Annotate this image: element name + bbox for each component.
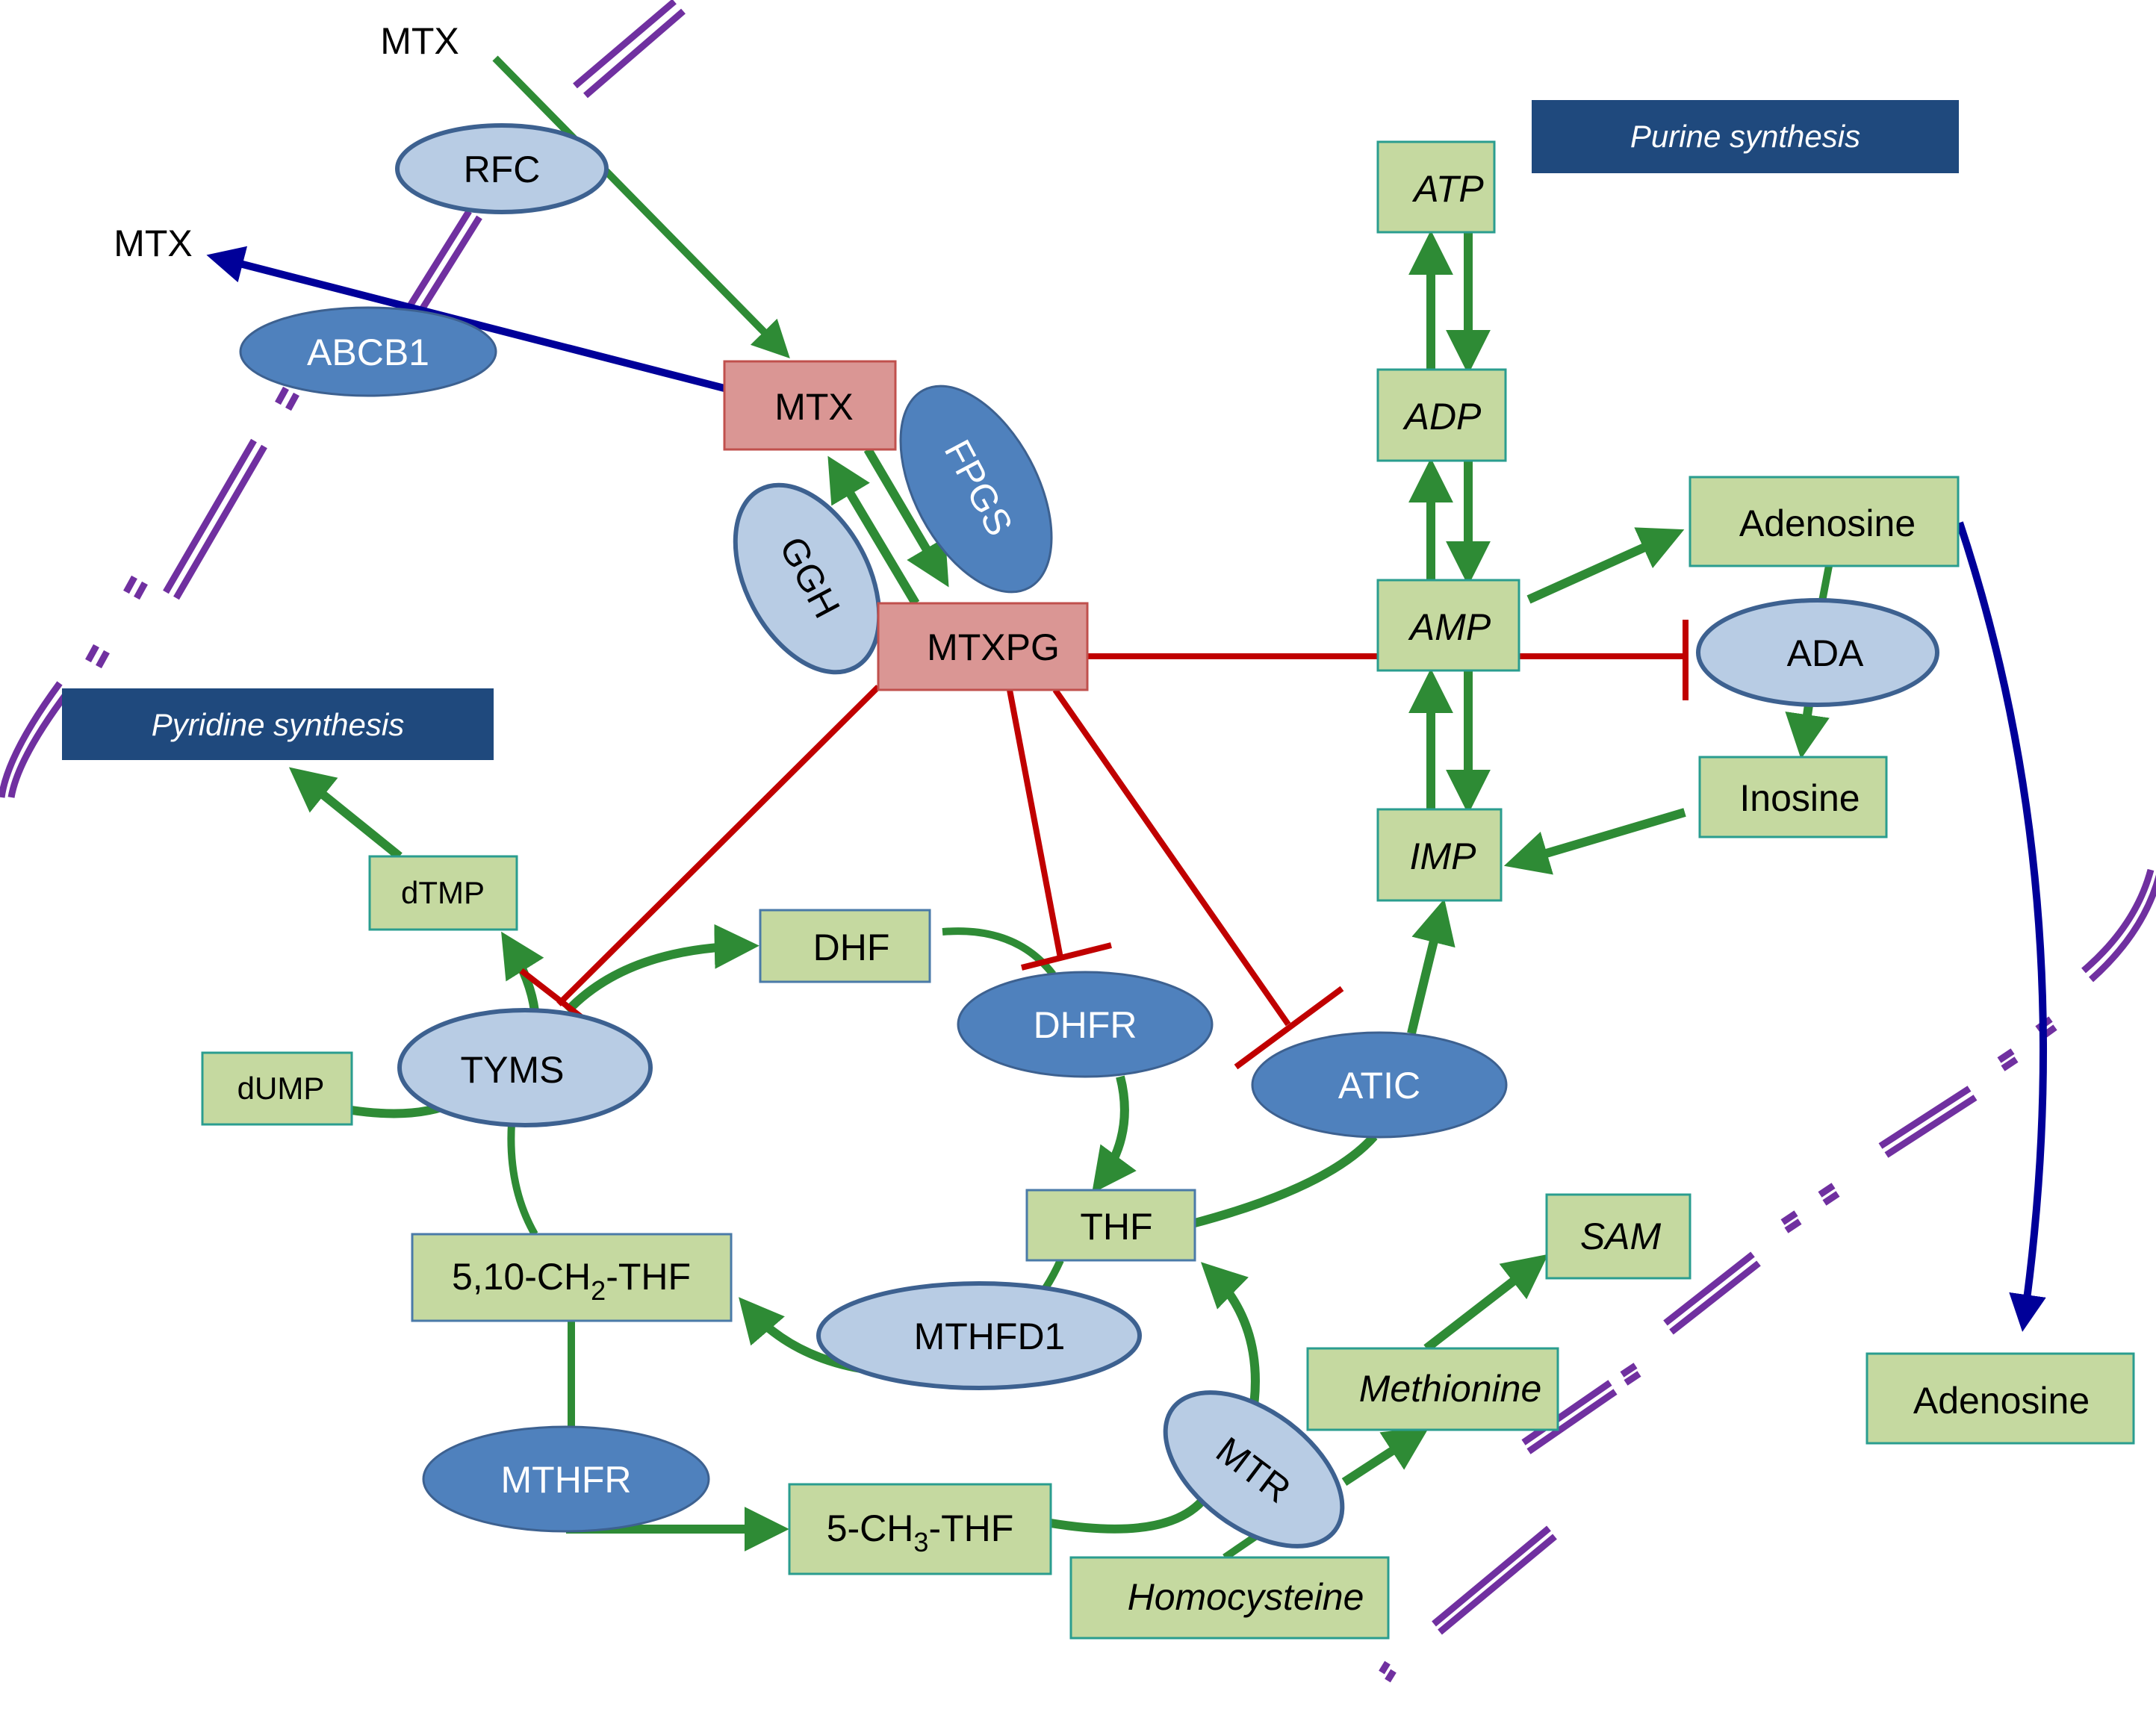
arrow-inosine-to-imp xyxy=(1503,808,1686,875)
enzyme-mthfd1-label: MTHFD1 xyxy=(914,1316,1066,1357)
header-purine-label: Purine synthesis xyxy=(1630,119,1860,154)
mtx-extracellular-in: MTX xyxy=(380,20,459,62)
header-purine-synthesis: Purine synthesis xyxy=(1532,100,1959,173)
enzyme-dhfr[interactable]: DHFR xyxy=(957,971,1214,1078)
arrow-adenosine-efflux xyxy=(1956,521,2048,1332)
drug-mtx[interactable]: MTX xyxy=(723,360,897,451)
arrow-atic-to-imp xyxy=(1407,898,1456,1035)
header-pyridine-synthesis: Pyridine synthesis xyxy=(62,688,494,760)
arrow-mtx-to-mtxpg xyxy=(863,446,949,588)
metabolite-atp[interactable]: ATP xyxy=(1376,140,1496,234)
arrow-mtr-to-methionine xyxy=(1341,1426,1430,1487)
metabolite-5-10-ch2-thf-label: 5,10-CH2-THF xyxy=(452,1256,691,1306)
inhibition-mtxpg-dhfr xyxy=(1007,689,1112,971)
metabolite-5-10-ch2-thf[interactable]: 5,10-CH2-THF xyxy=(411,1233,733,1322)
metabolite-inosine-label: Inosine xyxy=(1739,777,1860,819)
metabolite-adenosine-extracellular-label: Adenosine xyxy=(1913,1380,2090,1422)
enzyme-dhfr-label: DHFR xyxy=(1034,1004,1137,1046)
arrow-tyms-to-dhf xyxy=(564,924,759,1015)
enzyme-tyms-label: TYMS xyxy=(461,1049,565,1091)
enzyme-mtr[interactable]: MTR xyxy=(1137,1362,1370,1577)
arrow-dtmp-to-pyridine xyxy=(288,767,403,860)
metabolite-amp-label: AMP xyxy=(1408,606,1491,648)
metabolite-thf[interactable]: THF xyxy=(1025,1189,1196,1262)
metabolite-dhf[interactable]: DHF xyxy=(759,909,931,983)
enzyme-ada-label: ADA xyxy=(1787,632,1864,674)
cell-membrane-left xyxy=(0,0,686,798)
enzyme-abcb1[interactable]: ABCB1 xyxy=(239,306,497,397)
drug-mtxpg[interactable]: MTXPG xyxy=(877,602,1089,691)
link-thf-mthfd1 xyxy=(1042,1258,1064,1290)
metabolite-methionine-label: Methionine xyxy=(1359,1368,1542,1410)
metabolite-dump-label: dUMP xyxy=(237,1071,325,1106)
arrow-mtx-efflux xyxy=(206,246,726,392)
metabolite-5-ch3-thf-label: 5-CH3-THF xyxy=(827,1507,1014,1557)
metabolite-thf-label: THF xyxy=(1080,1206,1152,1248)
enzyme-fpgs[interactable]: FPGS xyxy=(869,361,1083,617)
metabolite-inosine[interactable]: Inosine xyxy=(1698,756,1888,838)
metabolite-adenosine-label: Adenosine xyxy=(1739,502,1916,544)
metabolite-dtmp[interactable]: dTMP xyxy=(368,855,518,931)
metabolite-dump[interactable]: dUMP xyxy=(201,1051,353,1126)
enzyme-mthfr-label: MTHFR xyxy=(501,1459,632,1501)
drug-mtxpg-label: MTXPG xyxy=(927,626,1060,668)
link-thf-atic xyxy=(1193,1133,1378,1227)
arrow-mtxpg-to-mtx xyxy=(827,455,920,606)
metabolite-homocysteine-label: Homocysteine xyxy=(1128,1576,1364,1618)
enzyme-mthfr[interactable]: MTHFR xyxy=(422,1425,710,1533)
enzyme-ada[interactable]: ADA xyxy=(1696,598,1939,707)
metabolite-sam[interactable]: SAM xyxy=(1545,1193,1691,1280)
arrow-dhfr-to-thf xyxy=(1092,1075,1137,1194)
link-adenosine-ada xyxy=(1818,565,1833,602)
header-pyridine-label: Pyridine synthesis xyxy=(152,707,404,742)
link-ch2thf-tyms xyxy=(507,1123,538,1236)
metabolite-amp[interactable]: AMP xyxy=(1376,579,1520,672)
link-ch3thf-mtr xyxy=(1050,1497,1206,1534)
metabolite-sam-label: SAM xyxy=(1580,1216,1662,1257)
drug-mtx-label: MTX xyxy=(774,386,854,428)
metabolite-homocysteine[interactable]: Homocysteine xyxy=(1069,1556,1390,1640)
metabolite-adp-label: ADP xyxy=(1402,396,1482,438)
enzyme-abcb1-label: ABCB1 xyxy=(307,332,429,373)
inhibition-mtxpg-atic xyxy=(1052,688,1344,1070)
enzyme-mthfd1[interactable]: MTHFD1 xyxy=(816,1281,1142,1390)
arrow-mtx-influx xyxy=(492,55,790,358)
metabolite-5-ch3-thf[interactable]: 5-CH3-THF xyxy=(788,1483,1052,1575)
cell-membrane-right xyxy=(1379,868,2156,1683)
metabolite-imp[interactable]: IMP xyxy=(1376,808,1503,902)
metabolite-dhf-label: DHF xyxy=(813,927,890,968)
mtx-extracellular-out: MTX xyxy=(114,222,193,264)
metabolite-methionine[interactable]: Methionine xyxy=(1306,1347,1559,1431)
metabolite-adenosine-extracellular[interactable]: Adenosine xyxy=(1865,1352,2135,1445)
metabolite-dtmp-label: dTMP xyxy=(401,875,485,910)
arrow-ada-to-inosine xyxy=(1785,704,1830,759)
enzyme-ggh[interactable]: GGH xyxy=(706,461,909,696)
arrow-amp-to-adenosine xyxy=(1526,527,1685,604)
metabolite-adp[interactable]: ADP xyxy=(1376,368,1507,462)
inhibition-mtxpg-tyms xyxy=(519,685,880,1022)
enzyme-rfc[interactable]: RFC xyxy=(395,123,609,214)
arrow-methionine-to-sam xyxy=(1423,1254,1549,1352)
enzyme-atic-label: ATIC xyxy=(1338,1065,1420,1106)
metabolite-atp-label: ATP xyxy=(1411,168,1484,210)
link-dhf-dhfr xyxy=(942,927,1056,977)
enzyme-rfc-label: RFC xyxy=(464,149,541,190)
enzyme-tyms[interactable]: TYMS xyxy=(397,1008,653,1127)
metabolite-adenosine[interactable]: Adenosine xyxy=(1689,476,1960,567)
metabolite-imp-label: IMP xyxy=(1410,835,1477,877)
enzyme-atic[interactable]: ATIC xyxy=(1251,1031,1508,1139)
